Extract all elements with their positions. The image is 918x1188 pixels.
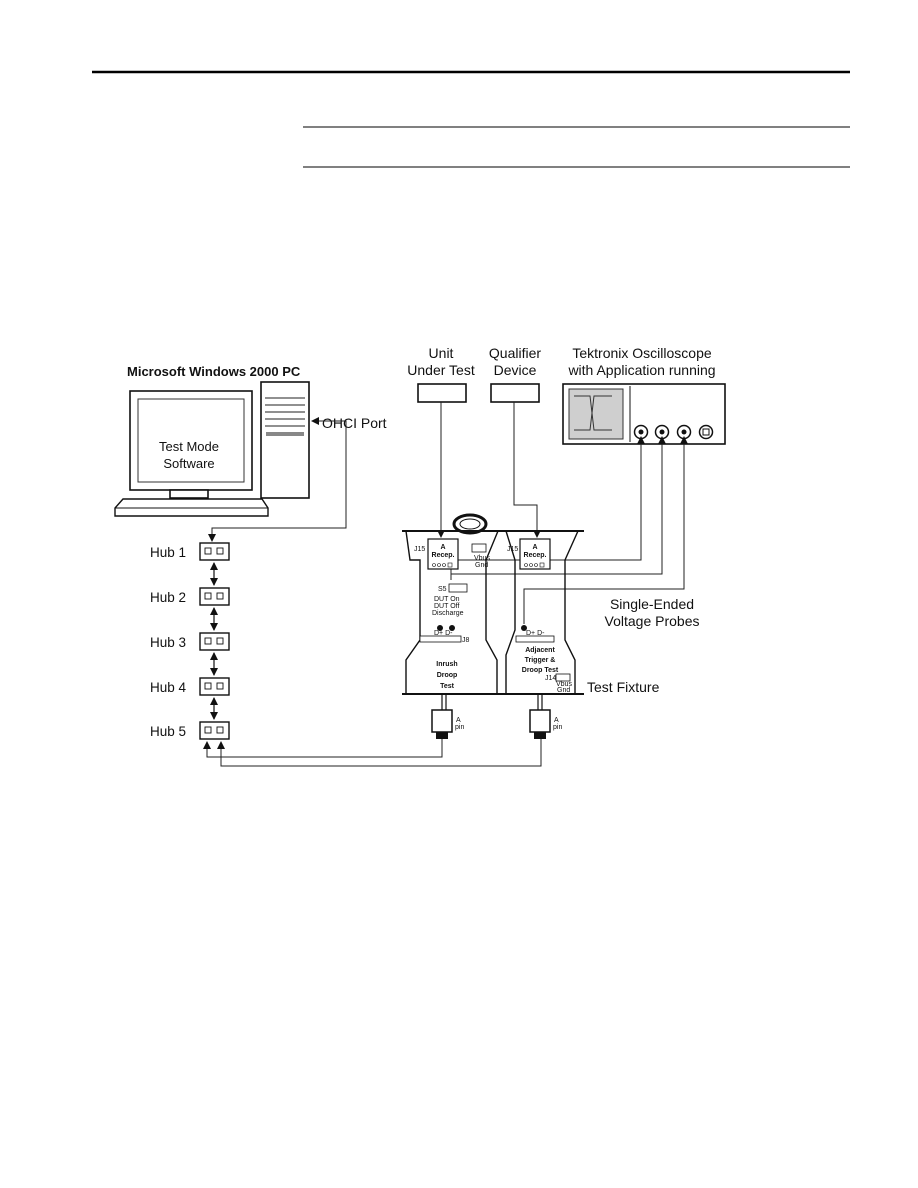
adjacent-label-3: Droop Test xyxy=(522,667,559,674)
right-recep-label-2: Recep. xyxy=(524,552,547,559)
ohci-cable xyxy=(208,417,347,542)
hub-3-label: Hub 3 xyxy=(150,635,186,650)
scope-label-2: with Application running xyxy=(567,362,715,378)
gnd-left-label: Gnd xyxy=(475,562,488,569)
probes-label-2: Voltage Probes xyxy=(605,613,700,629)
scope-channel-4-icon xyxy=(698,424,714,440)
vbus-left-label: Vbus xyxy=(474,555,490,562)
dut-on-label: DUT On xyxy=(434,596,460,603)
inrush-label-1: Inrush xyxy=(436,661,457,668)
inrush-label-2: Droop xyxy=(437,672,458,679)
hub-5 xyxy=(199,721,230,740)
hub-5-label: Hub 5 xyxy=(150,724,186,739)
hub5-cable-left xyxy=(203,738,443,758)
discharge-label: Discharge xyxy=(432,610,464,617)
s5-label: S5 xyxy=(438,586,447,593)
right-plug-label-1: A xyxy=(554,717,559,724)
adjacent-label-2: Trigger & xyxy=(525,657,556,664)
hub-4-label: Hub 4 xyxy=(150,680,187,695)
test-fixture xyxy=(402,513,584,695)
test-fixture-label: Test Fixture xyxy=(587,679,660,695)
uut-box xyxy=(417,383,467,403)
hub5-cable-right xyxy=(217,738,542,767)
scope-label-1: Tektronix Oscilloscope xyxy=(572,345,711,361)
hub-4 xyxy=(199,677,230,696)
right-dplus-dminus-label: D+ D- xyxy=(526,630,545,637)
vbus-right-label: Vbus xyxy=(556,681,572,688)
left-recep-label-1: A xyxy=(440,544,445,551)
screen-text-1: Test Mode xyxy=(159,439,219,454)
uut-label-2: Under Test xyxy=(407,362,475,378)
right-plug-label-2: pin xyxy=(553,724,562,731)
pc-tower xyxy=(260,381,310,499)
left-recep-label-2: Recep. xyxy=(432,552,455,559)
probe-cable-2 xyxy=(451,436,666,575)
gnd-right-label: Gnd xyxy=(557,687,570,694)
qualifier-label-2: Device xyxy=(494,362,537,378)
dut-off-label: DUT Off xyxy=(434,603,459,610)
right-recep-label-1: A xyxy=(532,544,537,551)
hub-1-label: Hub 1 xyxy=(150,545,186,560)
hub-3 xyxy=(199,632,230,651)
j15-right-label: J15 xyxy=(507,546,518,553)
scope-channel-1-icon xyxy=(633,424,649,440)
qualifier-label-1: Qualifier xyxy=(489,345,541,361)
probe-cable-3 xyxy=(523,436,688,624)
ohci-port-label: OHCI Port xyxy=(322,415,387,431)
usb-plug-right-icon xyxy=(529,694,551,739)
j15-left-label: J15 xyxy=(414,546,425,553)
j8-label: J8 xyxy=(462,637,470,644)
hub-2-label: Hub 2 xyxy=(150,590,186,605)
uut-label-1: Unit xyxy=(429,345,454,361)
hub-2 xyxy=(199,587,230,606)
hub-1 xyxy=(199,542,230,561)
left-plug-label-2: pin xyxy=(455,724,464,731)
inrush-label-3: Test xyxy=(440,683,455,690)
probes-label-1: Single-Ended xyxy=(610,596,694,612)
pc-title: Microsoft Windows 2000 PC xyxy=(127,364,301,379)
left-plug-label-1: A xyxy=(456,717,461,724)
qualifier-box xyxy=(490,383,540,403)
qualifier-cable xyxy=(513,402,541,538)
usb-plug-left-icon xyxy=(431,694,453,739)
screen-text-2: Software xyxy=(163,456,214,471)
left-dplus-dminus-label: D+ D- xyxy=(434,630,453,637)
j14-label: J14 xyxy=(545,675,556,682)
adjacent-label-1: Adjacent xyxy=(525,647,555,654)
scope-channel-2-icon xyxy=(654,424,670,440)
scope-channel-3-icon xyxy=(676,424,692,440)
